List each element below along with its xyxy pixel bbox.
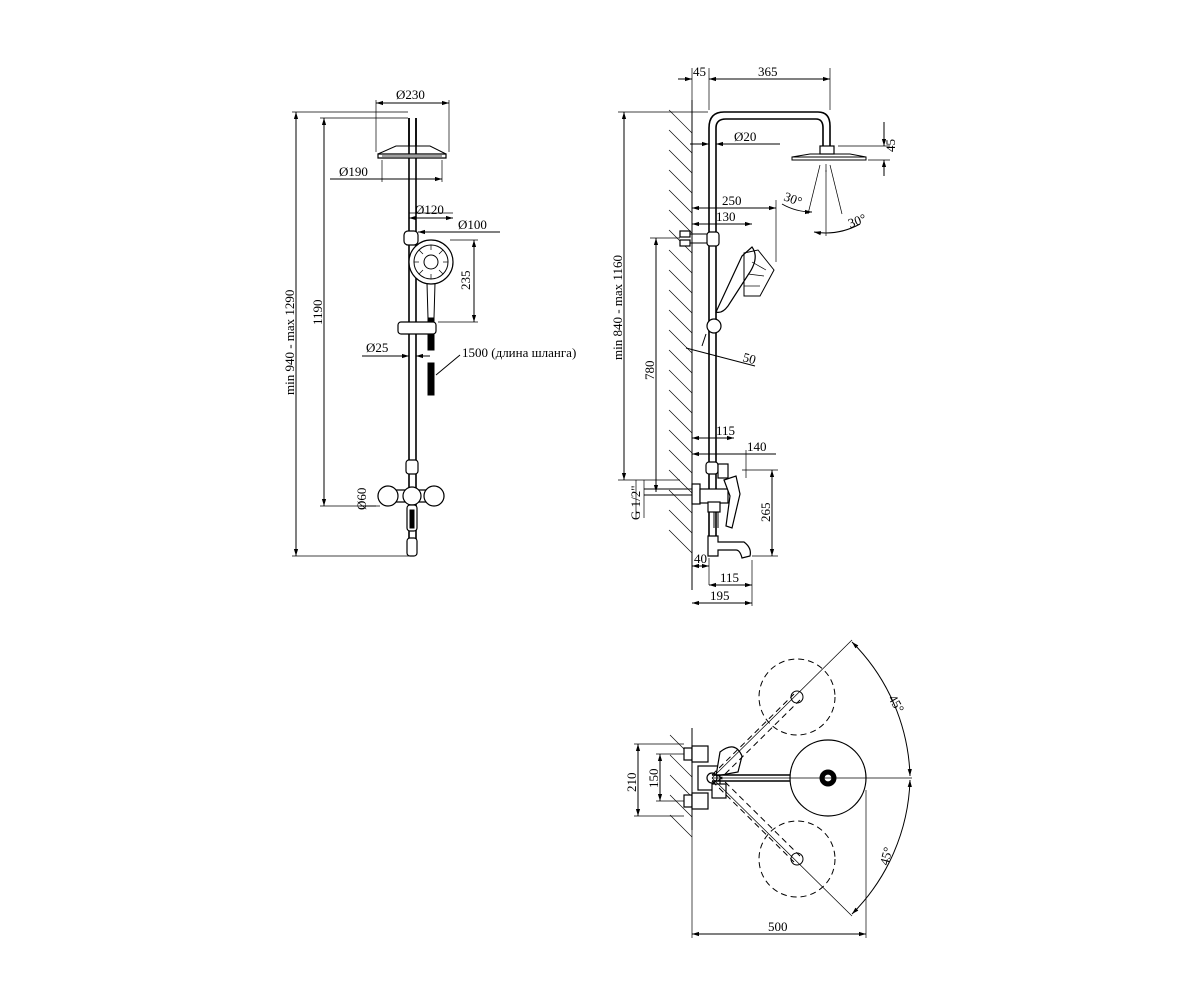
- mixer-depth-label: 115: [716, 423, 735, 438]
- rain-head-side: [791, 145, 867, 172]
- rail-height-label: 1190: [310, 299, 325, 325]
- rotation-angle-1: 45°: [885, 692, 907, 715]
- pipe-diameter-label: Ø20: [734, 129, 756, 144]
- head-inner-diameter-label: Ø190: [339, 164, 368, 179]
- head-thickness-label: 45: [883, 139, 898, 152]
- arm-reach-label: 500: [768, 919, 788, 934]
- handshower-angle-label: 50: [741, 349, 757, 367]
- holder-height-label: 235: [458, 271, 473, 291]
- total-height-label: min 940 - max 1290: [282, 290, 297, 395]
- total-depth-label: 195: [710, 588, 730, 603]
- front-view: Ø230 Ø190 Ø120 Ø100: [282, 87, 576, 557]
- handshower-reach-label: 250: [722, 193, 742, 208]
- rod-diameter-label: Ø25: [366, 340, 388, 355]
- spray-angle-2: 30°: [846, 210, 868, 230]
- mixer-lever-label: 140: [747, 439, 767, 454]
- rain-shower-head: [377, 145, 447, 159]
- spout-drop-label: 265: [758, 503, 773, 523]
- handshower-outer-label: Ø120: [415, 202, 444, 217]
- handshower-inner-label: Ø100: [458, 217, 487, 232]
- wall-offset-label: 45: [693, 64, 706, 79]
- side-view: 30° 30° 45 365 Ø20 45 250 130: [610, 64, 898, 606]
- spout-base-label: 40: [694, 551, 707, 566]
- head-diameter-label: Ø230: [396, 87, 425, 102]
- mixer-side: [644, 461, 751, 559]
- holder-depth-label: 130: [716, 209, 736, 224]
- rail-adjust-height-label: min 840 - max 1160: [610, 255, 625, 360]
- handshower-side: [679, 230, 775, 347]
- top-view: 45° 45° 210 150 500: [624, 639, 912, 938]
- spout-length-label: 115: [720, 570, 739, 585]
- wall-hatch-side: [668, 100, 693, 590]
- rotation-angle-2: 45°: [876, 845, 895, 866]
- mixer-front: [377, 459, 445, 557]
- arm-length-label: 365: [758, 64, 778, 79]
- spacing-inner-label: 150: [646, 769, 661, 789]
- escutcheon-diameter-label: Ø60: [354, 488, 369, 510]
- holder-height-side-label: 780: [642, 361, 657, 381]
- spray-angle-1: 30°: [782, 189, 804, 209]
- spacing-outer-label: 210: [624, 773, 639, 793]
- handshower-front: [397, 230, 454, 351]
- hose-length-label: 1500 (длина шланга): [462, 345, 576, 360]
- connection-thread-label: G 1/2": [628, 485, 643, 520]
